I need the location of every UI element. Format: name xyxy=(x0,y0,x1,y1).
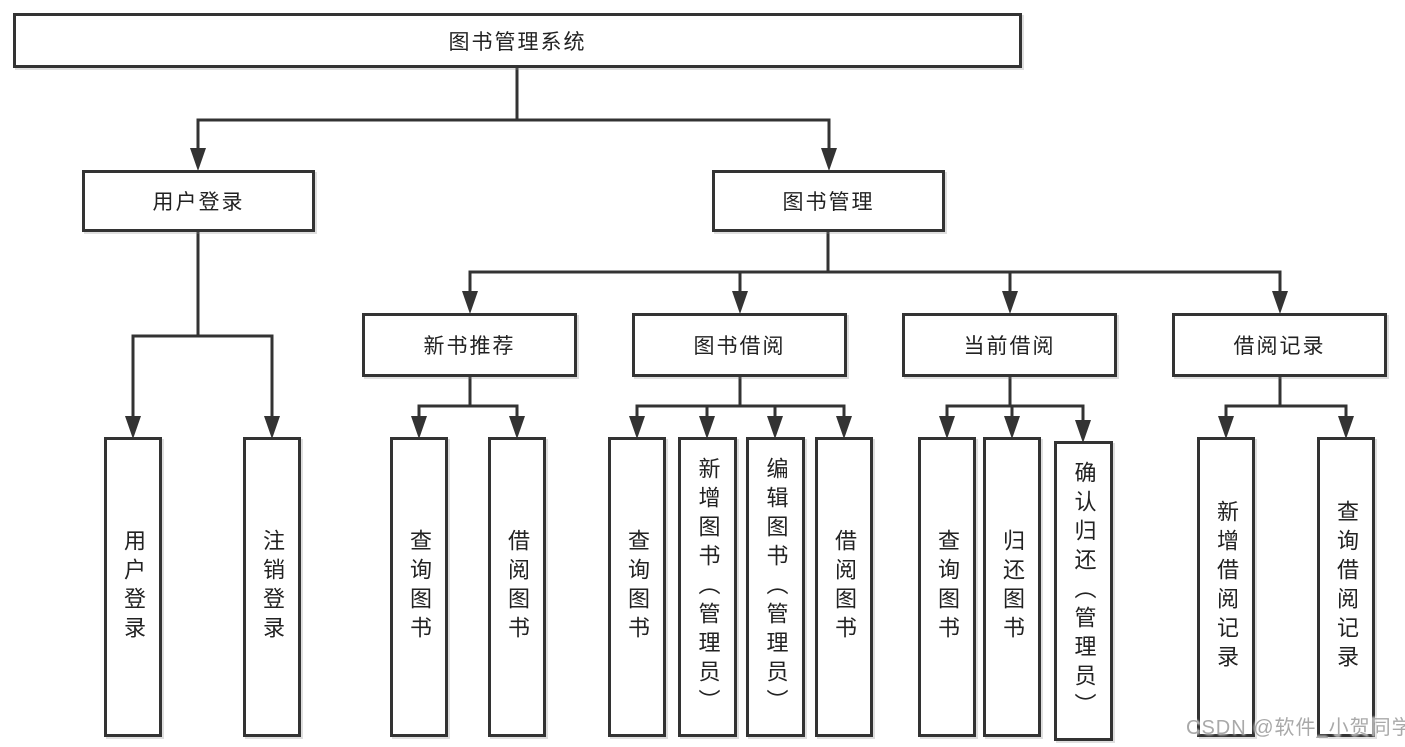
leaf-add-book-admin: 新增图书（管理员） xyxy=(678,437,737,737)
leaf-borrow-book: 借阅图书 xyxy=(815,437,873,737)
leaf-query-book: 查询图书 xyxy=(918,437,976,737)
leaf-query-book: 查询图书 xyxy=(390,437,448,737)
node-book-borrow: 图书借阅 xyxy=(632,313,847,377)
node-borrow-records: 借阅记录 xyxy=(1172,313,1387,377)
leaf-confirm-return-admin: 确认归还（管理员） xyxy=(1054,441,1113,741)
leaf-borrow-book: 借阅图书 xyxy=(488,437,546,737)
node-new-book-recommend: 新书推荐 xyxy=(362,313,577,377)
csdn-watermark: CSDN @软件_小贺同学 xyxy=(1186,717,1405,739)
leaf-return-book: 归还图书 xyxy=(983,437,1041,737)
node-library-system: 图书管理系统 xyxy=(13,13,1022,68)
node-current-borrow: 当前借阅 xyxy=(902,313,1117,377)
leaf-add-borrow-record: 新增借阅记录 xyxy=(1197,437,1255,737)
node-user-login: 用户登录 xyxy=(82,170,315,232)
leaf-logout: 注销登录 xyxy=(243,437,301,737)
leaf-query-book: 查询图书 xyxy=(608,437,666,737)
leaf-edit-book-admin: 编辑图书（管理员） xyxy=(746,437,805,737)
node-book-management: 图书管理 xyxy=(712,170,945,232)
leaf-query-borrow-record: 查询借阅记录 xyxy=(1317,437,1375,737)
leaf-user-login: 用户登录 xyxy=(104,437,162,737)
